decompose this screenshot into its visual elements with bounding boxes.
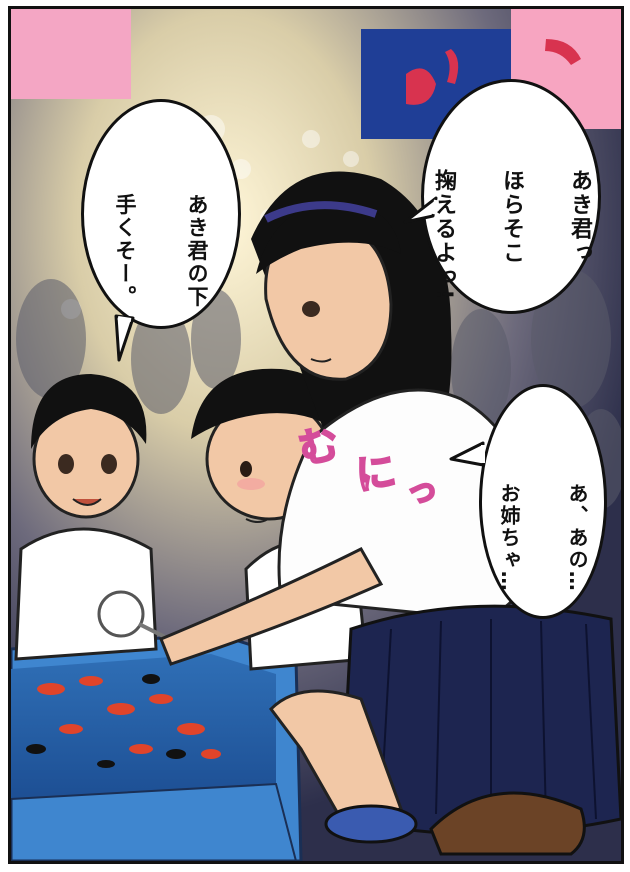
speech-balloon-girl: あき君っ ほらそこ 掬えるよっ!: [421, 79, 601, 314]
speech-balloon-boy-right: あ、あの… お姉ちゃ…: [479, 384, 607, 619]
balloon-tail: [403, 196, 438, 224]
paper-scoop: [97, 590, 170, 641]
balloon-line: あ、あの…: [565, 482, 589, 593]
balloon-line: ほらそこ: [499, 169, 524, 266]
balloon-line: 手くそー。: [113, 193, 137, 309]
balloon-tail: [114, 314, 135, 362]
sfx-mu: む: [294, 419, 345, 474]
balloon-line: あき君っ: [567, 169, 592, 266]
sfx-tsu: っ: [403, 468, 442, 512]
balloon-line: 掬えるよっ!: [431, 169, 456, 302]
balloon-line: お姉ちゃ…: [497, 482, 521, 593]
stall-sign-left: [11, 9, 131, 99]
hairband: [264, 201, 378, 223]
balloon-line: あき君の下: [185, 193, 209, 309]
brown-shoe: [429, 791, 586, 856]
balloon-tail: [449, 441, 485, 467]
sfx-ni: に: [352, 447, 400, 500]
goldfish-group: [26, 674, 221, 768]
comic-panel: あき君っ ほらそこ 掬えるよっ! あき君の下 手くそー。 あ、あの… お姉ちゃ…: [8, 6, 624, 864]
tub-water: [11, 654, 276, 799]
sign-lettering-shape: [406, 39, 581, 105]
blue-shoe: [324, 804, 418, 844]
speech-balloon-boy-left: あき君の下 手くそー。: [81, 99, 241, 329]
